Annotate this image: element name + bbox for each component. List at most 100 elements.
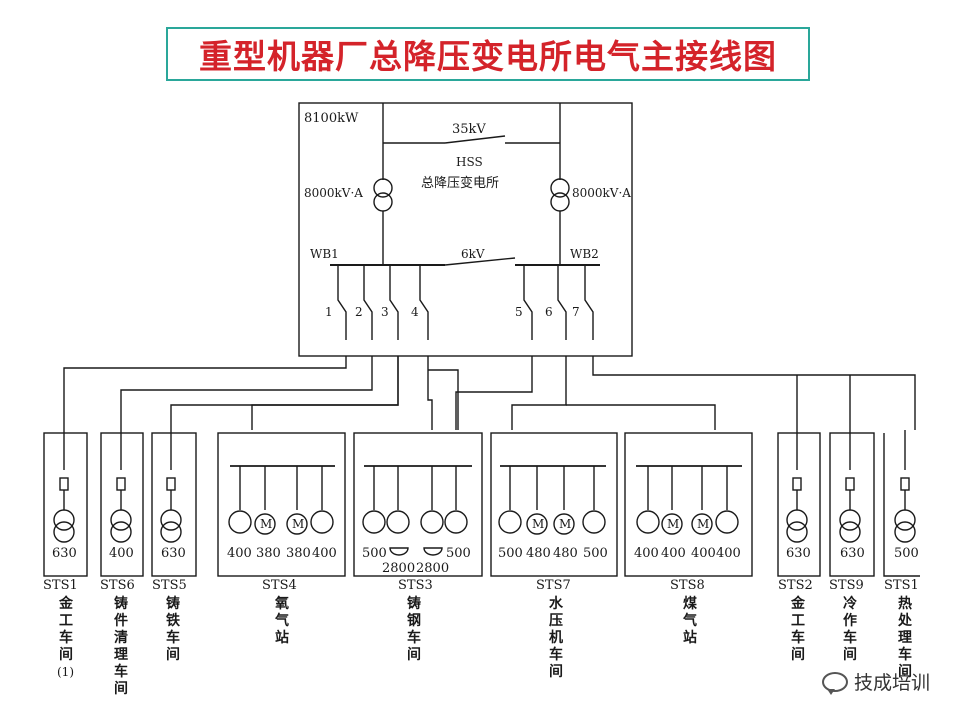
hss-name: 总降压变电所 xyxy=(421,175,499,191)
watermark-text: 技成培训 xyxy=(853,672,930,694)
hv-voltage-label: 35kV xyxy=(452,122,486,137)
rating-sts8-3: 400 xyxy=(691,546,716,561)
station-id: STS8 xyxy=(670,578,705,593)
bus-wb1-label: WB1 xyxy=(310,247,339,261)
feeder-5 xyxy=(523,265,533,340)
name-char: 气 xyxy=(682,612,697,629)
name-char: 煤 xyxy=(683,595,698,612)
diagram-title: 重型机器厂总降压变电所电气主接线图 xyxy=(199,37,777,76)
name-char: 站 xyxy=(683,629,697,646)
rating-sts5: 630 xyxy=(161,546,186,561)
name-char: 冷 xyxy=(843,595,857,612)
name-char: 间 xyxy=(549,663,563,680)
feeder-3 xyxy=(389,265,399,340)
name-char: 间 xyxy=(166,646,180,663)
rating-sts7-4: 500 xyxy=(583,546,608,561)
name-char: 车 xyxy=(59,629,73,646)
station-id: STS2 xyxy=(778,578,813,593)
station-ids: STS1 STS6 STS5 STS4 STS3 STS7 STS8 STS2 … xyxy=(43,578,919,593)
station-ratings: 630 400 630 400 380 380 400 500 500 2800… xyxy=(52,546,919,576)
rating-sts1-heat: 500 xyxy=(894,546,919,561)
name-char: (1) xyxy=(57,665,74,679)
name-char: 车 xyxy=(407,629,421,646)
rating-sts3-2: 500 xyxy=(446,546,471,561)
name-char: 机 xyxy=(549,629,563,646)
lv-voltage-label: 6kV xyxy=(461,247,485,261)
station-id: STS9 xyxy=(829,578,864,593)
station-id: STS7 xyxy=(536,578,571,593)
feeder-4 xyxy=(419,265,429,340)
name-char: 间 xyxy=(791,646,805,663)
motor-symbol: M xyxy=(292,517,304,531)
motor-symbol: M xyxy=(532,517,544,531)
name-char: 工 xyxy=(791,613,805,629)
motor-symbol: M xyxy=(260,517,272,531)
name-char: 热 xyxy=(898,595,912,612)
transformer-right-lower xyxy=(550,192,570,212)
bus-tie-switch xyxy=(444,257,516,266)
name-char: 铁 xyxy=(166,612,180,629)
station-id: STS5 xyxy=(152,578,187,593)
name-char: 铸 xyxy=(114,595,128,612)
name-char: 间 xyxy=(59,646,73,663)
name-char: 钢 xyxy=(407,612,421,629)
feeder-label-3: 3 xyxy=(381,305,389,319)
watermark: 技成培训 xyxy=(821,668,930,695)
feeder-label-6: 6 xyxy=(545,305,553,319)
diagram-title-box: 重型机器厂总降压变电所电气主接线图 xyxy=(166,27,810,81)
name-char: 间 xyxy=(843,646,857,663)
feeder-label-4: 4 xyxy=(411,305,419,319)
feeder-2 xyxy=(363,265,373,340)
hss-abbr: HSS xyxy=(456,155,483,169)
name-char: 件 xyxy=(114,612,128,629)
name-char: 压 xyxy=(549,613,563,629)
name-char: 车 xyxy=(166,629,180,646)
transformer-right-rating: 8000kV·A xyxy=(572,186,631,200)
chat-bubble-icon xyxy=(821,671,848,695)
rating-sts4-3: 380 xyxy=(286,546,311,561)
name-char: 间 xyxy=(407,646,421,663)
name-char: 铸 xyxy=(407,595,421,612)
transformer-left-lower xyxy=(373,192,393,212)
name-char: 氧 xyxy=(274,595,289,612)
rating-sts4-2: 380 xyxy=(256,546,281,561)
name-char: 作 xyxy=(843,612,857,629)
single-station-equipment xyxy=(53,430,916,543)
station-id: STS1 xyxy=(43,578,78,593)
station-names: 金 工 车 间 (1) 铸 件 清 理 车 间 铸 铁 车 间 氧 气 站 铸 … xyxy=(57,595,913,697)
feeder-label-1: 1 xyxy=(325,305,333,319)
name-char: 处 xyxy=(897,612,913,629)
motor-symbol: M xyxy=(667,517,679,531)
rating-sts7-3: 480 xyxy=(553,546,578,561)
feeder-group xyxy=(337,265,594,340)
name-char: 理 xyxy=(114,647,128,663)
transformer-left-upper xyxy=(373,178,393,198)
rating-sts7-1: 500 xyxy=(498,546,523,561)
name-char: 工 xyxy=(59,613,73,629)
bus-wb2-label: WB2 xyxy=(570,247,599,261)
hv-tie-switch xyxy=(444,135,506,144)
name-char: 理 xyxy=(898,630,912,646)
feeder-label-2: 2 xyxy=(355,305,363,319)
rating-sts2: 630 xyxy=(786,546,811,561)
feeder-6 xyxy=(557,265,567,340)
rating-sts1: 630 xyxy=(52,546,77,561)
transformer-right-upper xyxy=(550,178,570,198)
name-char: 金 xyxy=(790,595,806,612)
rating-sts4-4: 400 xyxy=(312,546,337,561)
rating-sts8-2: 400 xyxy=(661,546,686,561)
furnace-sts3-2: 2800 xyxy=(416,561,449,576)
name-char: 间 xyxy=(898,663,912,680)
transformer-left-rating: 8000kV·A xyxy=(304,186,363,200)
name-char: 金 xyxy=(58,595,74,612)
feeder-label-5: 5 xyxy=(515,305,523,319)
name-char: 气 xyxy=(274,612,289,629)
hss-power-label: 8100kW xyxy=(304,111,359,126)
name-char: 车 xyxy=(791,629,805,646)
furnace-sts3-1: 2800 xyxy=(382,561,415,576)
name-char: 站 xyxy=(275,629,289,646)
station-boxes xyxy=(43,432,920,577)
station-id: STS1 xyxy=(884,578,919,593)
name-char: 车 xyxy=(549,646,563,663)
